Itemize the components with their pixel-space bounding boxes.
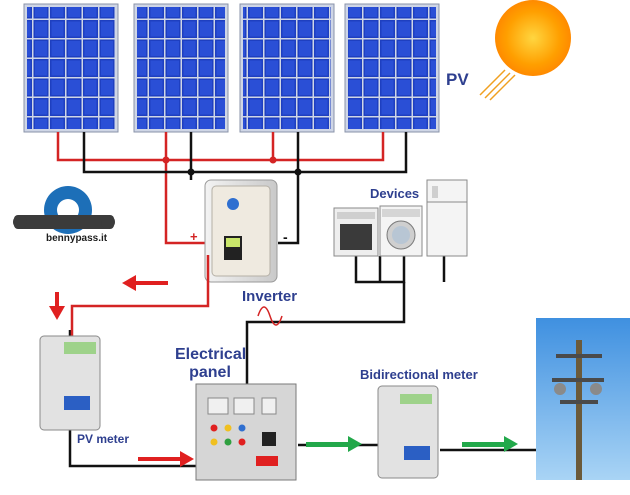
utility-pole-icon [536,318,630,480]
sun-icon [479,0,571,101]
bidirectional-meter-device [377,385,439,479]
devices-label: Devices [370,186,420,201]
washing-machine-icon [379,205,423,257]
pv-meter-label: PV meter [77,432,130,446]
logo-text: bennypass.it [46,233,108,244]
electrical-panel-label-line2: panel [189,364,231,381]
ac-wiring [68,256,540,468]
dc-positive-wiring [56,132,385,245]
electrical-panel-label: Electrical panel [175,346,247,382]
solar-panel-1 [23,3,119,133]
plus-terminal-label: + [190,229,198,244]
solar-panel-3 [239,3,335,133]
electrical-panel-label-line1: Electrical [175,346,247,363]
electrical-panel-device [195,383,297,481]
inverter-label: Inverter [242,288,298,305]
fridge-icon [426,179,468,257]
oven-icon [333,207,379,257]
gear-wrench-logo-icon [13,186,115,234]
green-flow-arrows [306,436,518,452]
solar-panel-2 [133,3,229,133]
pv-meter-device [39,335,101,431]
sine-wave-icon [257,306,283,326]
inverter-to-pvmeter-wire [70,255,210,336]
dc-negative-wiring [82,132,408,245]
solar-panel-4 [344,3,440,133]
minus-terminal-label: - [283,229,288,245]
bidirectional-meter-label: Bidirectional meter [360,367,478,382]
red-flow-arrows [49,275,194,467]
pv-label: PV [446,70,469,89]
inverter-device [204,179,278,283]
